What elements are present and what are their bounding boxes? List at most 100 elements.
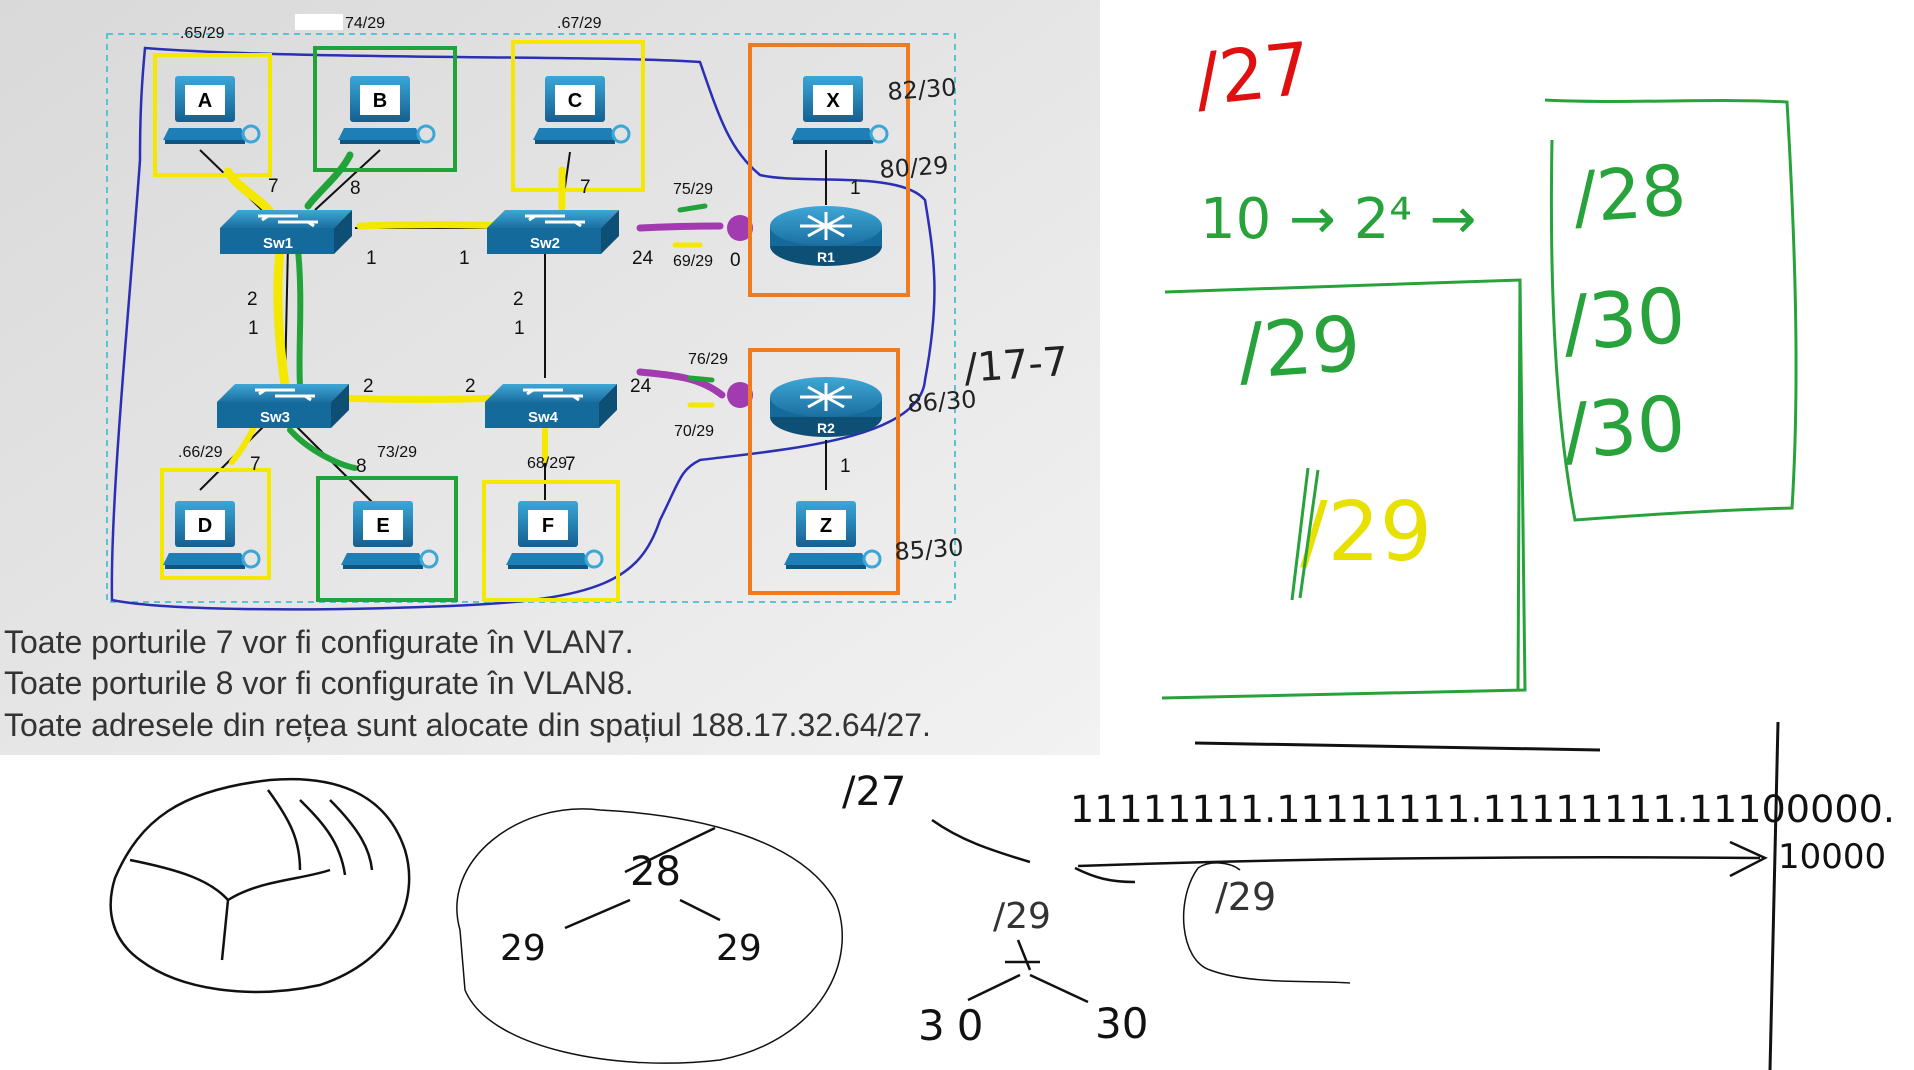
- router-icon-r1[interactable]: R1: [768, 204, 884, 268]
- network-diagram: A B C X D E F Z: [0, 0, 1100, 755]
- pc-label-z: Z: [820, 515, 832, 537]
- note-r2-side: /17-7: [962, 339, 1069, 392]
- port-sw4-f: 7: [565, 454, 576, 475]
- port-r1-x: 1: [850, 178, 861, 199]
- addr-z: 85/30: [893, 533, 964, 566]
- port-sw4-r2: 24: [630, 376, 652, 397]
- port-sw4-left: 2: [465, 376, 476, 397]
- note-tree-edges: [564, 818, 1089, 1004]
- switch-icon-sw1[interactable]: Sw1: [218, 208, 354, 256]
- note-box-right-28: /28: [1570, 149, 1688, 239]
- note-mask: 11111111.11111111.11111111.11100000.: [1070, 788, 1895, 831]
- switch-icon-sw2[interactable]: Sw2: [485, 208, 621, 256]
- note-tree-top: /27: [842, 769, 906, 815]
- pc-label-e: E: [376, 515, 389, 537]
- port-r2-z: 1: [840, 456, 851, 477]
- pc-icon-x[interactable]: X: [789, 74, 889, 146]
- pc-label-f: F: [542, 515, 554, 537]
- addr-r2-lan: 86/30: [906, 385, 977, 418]
- pc-icon-z[interactable]: Z: [782, 499, 882, 571]
- addr-b: 74/29: [345, 15, 385, 32]
- vlan7-box-f: [482, 480, 620, 602]
- address-labels: .65/29 74/29 .67/29 75/29 69/29 76/29 70…: [178, 14, 728, 472]
- note-divider: [1194, 741, 1601, 752]
- addr-f: 68/29: [527, 455, 567, 472]
- pc-icon-e[interactable]: E: [339, 499, 439, 571]
- pc-icon-d[interactable]: D: [161, 499, 261, 571]
- note-sketch-shape: [109, 777, 411, 994]
- pc-label-a: A: [198, 90, 212, 112]
- pc-label-c: C: [568, 90, 582, 112]
- addr-sw2-r1-bottom: 69/29: [673, 253, 713, 270]
- port-sw2-r1: 24: [632, 248, 654, 269]
- addr-sw4-r2-bottom: 70/29: [674, 423, 714, 440]
- addr-d: .66/29: [178, 444, 223, 461]
- switch-label-sw4: Sw4: [528, 409, 559, 426]
- port-sw2-c: 7: [580, 177, 591, 198]
- handwritten-address-labels: 82/30 80/29 86/30 85/30: [878, 73, 977, 566]
- vlan8-box-b: [313, 46, 457, 172]
- vlan7-box-d: [160, 468, 271, 580]
- vlan7-box-a: [153, 53, 272, 177]
- caption-line-1: Toate porturile 7 vor fi configurate în …: [4, 624, 634, 660]
- note-box-left-29a: /29: [1235, 299, 1363, 396]
- pc-label-b: B: [373, 90, 387, 112]
- note-tree-30-right: 30: [1095, 999, 1148, 1048]
- diagram-background: [0, 0, 1100, 755]
- pc-icon-c[interactable]: C: [531, 74, 631, 146]
- note-box-left-29b: /29: [1300, 485, 1432, 580]
- note-tree-29-right: 29: [716, 928, 762, 969]
- port-labels: 7 8 1 1 7 24 0 1 2 1 2 1 2 2 24 1 7 8 7: [247, 176, 861, 477]
- addr-c: .67/29: [557, 15, 602, 32]
- note-box-right-30a: /30: [1560, 271, 1688, 368]
- note-mask-sub: 10000: [1778, 837, 1886, 877]
- port-sw4-up: 1: [514, 318, 525, 339]
- router-label-r1: R1: [817, 249, 835, 265]
- port-sw2-left: 1: [459, 248, 470, 269]
- note-tree-29-far: /29: [1215, 875, 1276, 919]
- r2-segment-box: [748, 348, 900, 595]
- pc-icon-a[interactable]: A: [161, 74, 261, 146]
- r1-segment-box: [748, 43, 910, 297]
- router-icon-r2[interactable]: R2: [768, 375, 884, 439]
- note-box-right-30b: /30: [1560, 379, 1688, 476]
- vlan8-box-e: [316, 476, 458, 602]
- note-tree-bubble: [456, 808, 843, 1064]
- note-top-prefix: /27: [1191, 26, 1315, 122]
- addr-r1-lan: 80/29: [878, 151, 949, 184]
- switch-label-sw1: Sw1: [263, 235, 293, 252]
- note-box-left: [1161, 278, 1527, 700]
- handwritten-notes: /27 10 → 2⁴ → /29 /29 /28 /30 /30 111111…: [109, 26, 1895, 1070]
- port-sw3-up: 1: [248, 318, 259, 339]
- redaction-patch: [295, 14, 343, 30]
- addr-x: 82/30: [886, 73, 957, 106]
- pc-icon-f[interactable]: F: [504, 499, 604, 571]
- pc-icon-b[interactable]: B: [336, 74, 436, 146]
- port-sw3-right: 2: [363, 376, 374, 397]
- addr-sw2-r1-top: 75/29: [673, 181, 713, 198]
- caption-line-3: Toate adresele din rețea sunt alocate di…: [4, 707, 931, 743]
- port-sw1-down: 2: [247, 289, 258, 310]
- addr-e: 73/29: [377, 444, 417, 461]
- note-tree-30-left: 30: [918, 1001, 995, 1050]
- pc-label-d: D: [198, 515, 212, 537]
- port-sw2-down: 2: [513, 289, 524, 310]
- pc-label-x: X: [826, 90, 840, 112]
- port-sw3-e: 8: [356, 456, 367, 477]
- note-calc: 10 → 2⁴ →: [1200, 187, 1477, 252]
- note-tree-right-bubble: [1182, 862, 1351, 984]
- addr-a: .65/29: [180, 25, 225, 42]
- switch-icon-sw4[interactable]: Sw4: [483, 382, 619, 430]
- port-r1: 0: [730, 250, 741, 271]
- port-sw1-b: 8: [350, 178, 361, 199]
- addr-sw4-r2-top: 76/29: [688, 351, 728, 368]
- vlan-highlights: [223, 151, 753, 471]
- router-label-r2: R2: [817, 420, 835, 436]
- vlan7-box-c: [511, 40, 645, 192]
- note-tree-29-mid: /29: [993, 896, 1051, 937]
- switch-icon-sw3[interactable]: Sw3: [215, 382, 351, 430]
- switch-label-sw2: Sw2: [530, 235, 560, 252]
- vlan-outline: [110, 46, 936, 611]
- caption-line-2: Toate porturile 8 vor fi configurate în …: [4, 665, 634, 701]
